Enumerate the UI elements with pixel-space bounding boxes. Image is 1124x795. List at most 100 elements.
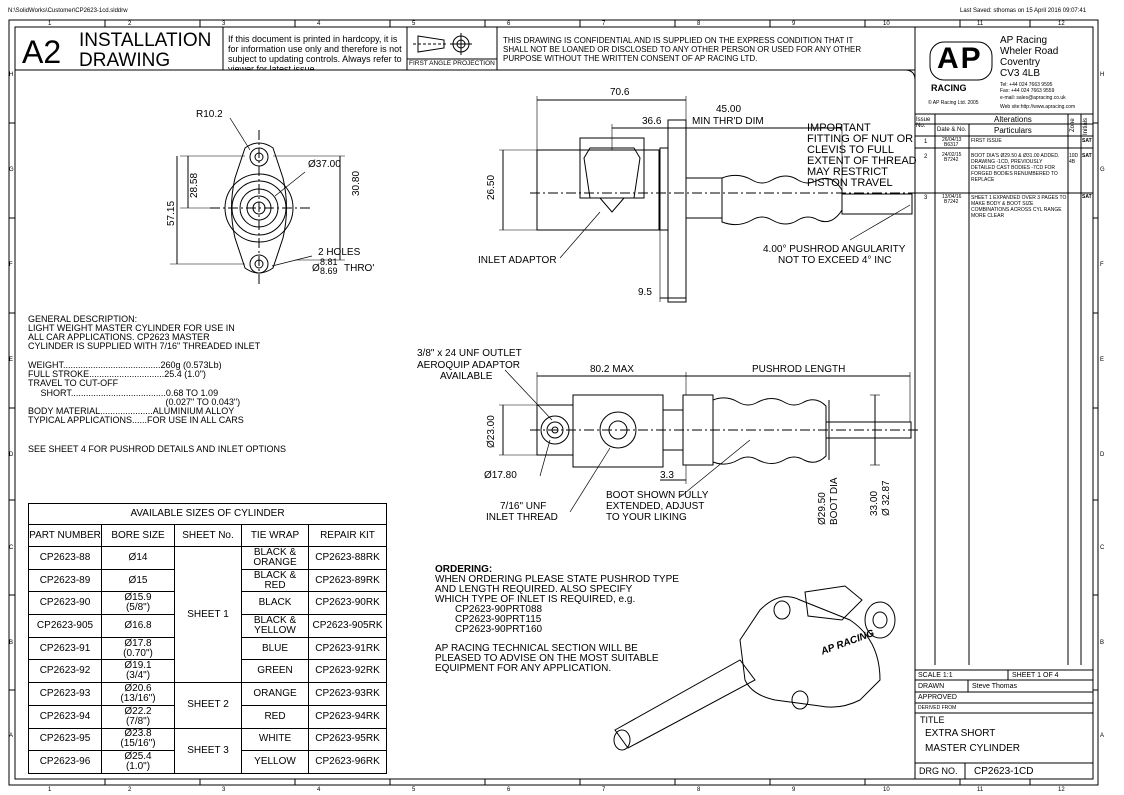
dim-95: 9.5 <box>638 287 652 298</box>
grid-col-5-bottom: 5 <box>412 787 416 793</box>
alt-col-issue: Issue No. <box>916 117 931 129</box>
alt-col-initials: Initials <box>1083 117 1089 135</box>
table-row: CP2623-905 Ø16.8 BLACK &YELLOW CP2623-90… <box>28 614 387 638</box>
bore-94: Ø22.2 <box>124 705 152 717</box>
alt-row-2-date: 24/02/15 <box>942 152 962 158</box>
alt-row-2-text: BOOT DIA'S Ø29.50 & Ø31.00 ADDED. DRAWIN… <box>971 153 1060 183</box>
inlet-adaptor-label: INLET ADAPTOR <box>478 255 557 266</box>
kit-91: CP2623-91RK <box>308 636 387 661</box>
dim-3287: Ø 32.87 <box>881 480 892 516</box>
address-2: Wheler Road <box>1000 46 1059 57</box>
tie-89-b: RED <box>264 579 286 591</box>
bore-905: Ø16.8 <box>124 619 152 631</box>
bore-95: Ø23.8 <box>124 728 152 740</box>
kit-93: CP2623-93RK <box>308 682 387 706</box>
sizes-table: AVAILABLE SIZES OF CYLINDER PART NUMBER … <box>28 503 387 774</box>
iso-view <box>613 585 896 751</box>
alt-row-3-initials: SAT <box>1082 194 1092 200</box>
kit-95: CP2623-95RK <box>308 727 387 752</box>
angularity-2: NOT TO EXCEED 4° INC <box>778 255 892 266</box>
part-93: CP2623-93 <box>28 682 102 706</box>
sheet-1-cell: SHEET 1 <box>174 545 242 684</box>
tie-90: BLACK <box>241 591 309 616</box>
dim-3080: 30.80 <box>351 170 362 196</box>
unf-1: 7/16" UNF <box>500 501 547 512</box>
projection-symbol <box>413 33 472 55</box>
grid-row-h-right: H <box>1100 72 1105 78</box>
boot-2: EXTENDED, ADJUST <box>606 501 705 512</box>
tie-92: GREEN <box>241 659 309 684</box>
kit-905: CP2623-905RK <box>308 614 387 638</box>
alterations-title: Alterations <box>994 115 1032 124</box>
spec-stroke: FULL STROKE.............................… <box>28 369 206 379</box>
grid-col-12-bottom: 12 <box>1058 787 1065 793</box>
part-92: CP2623-92 <box>28 659 102 684</box>
grid-row-c-right: C <box>1100 545 1105 551</box>
bore-88: Ø14 <box>128 551 148 563</box>
approved-label: APPROVED <box>918 694 957 701</box>
spec-short: SHORT...................................… <box>28 388 219 398</box>
address-4: CV3 4LB <box>1000 68 1041 79</box>
grid-row-b-right: B <box>1100 640 1105 646</box>
grid-row-e: E <box>9 357 14 363</box>
hardcopy-note: If this document is printed in hardcopy,… <box>228 34 402 70</box>
spec-applications: TYPICAL APPLICATIONS......FOR USE IN ALL… <box>28 415 244 425</box>
holes-label: 2 HOLES <box>318 247 361 258</box>
important-3: CLEVIS TO FULL <box>807 144 895 156</box>
header-part: PART NUMBER <box>28 524 102 547</box>
scale: SCALE 1:1 <box>918 672 953 679</box>
desc-line-1: GENERAL DESCRIPTION: <box>28 314 138 324</box>
important-2: FITTING OF NUT OR <box>807 133 914 145</box>
bore-91-b: (0.70") <box>123 647 153 659</box>
grid-col-7: 7 <box>602 21 606 27</box>
part-94: CP2623-94 <box>28 704 102 729</box>
drg-label: DRG NO. <box>919 766 958 776</box>
dim-33: 3.3 <box>660 470 674 481</box>
alt-col-particulars: Particulars <box>994 126 1032 135</box>
grid-col-9-bottom: 9 <box>792 787 796 793</box>
table-row: CP2623-92 Ø19.1(3/4") GREEN CP2623-92RK <box>28 659 387 684</box>
fax: Fax: +44 024 7663 9559 <box>1000 88 1055 94</box>
grid-col-5: 5 <box>412 21 416 27</box>
projection-label: FIRST ANGLE PROJECTION <box>409 60 495 67</box>
alt-row-3-no: B7242 <box>944 199 959 205</box>
grid-col-12: 12 <box>1058 21 1065 27</box>
advise-2: PLEASED TO ADVISE ON THE MOST SUITABLE <box>435 653 659 664</box>
ordering-ex-1: CP2623-90PRT088 <box>455 604 543 615</box>
tel: Tel: +44 024 7663 9595 <box>1000 82 1053 88</box>
dim-d37: Ø37.00 <box>308 159 341 170</box>
bore-92-b: (3/4") <box>125 670 151 682</box>
grid-row-c: C <box>9 545 14 551</box>
title-line-2: MASTER CYLINDER <box>925 743 1021 754</box>
desc-line-4: CYLINDER IS SUPPLIED WITH 7/16" THREADED… <box>28 341 261 351</box>
grid-row-g-right: G <box>1100 167 1105 173</box>
sizes-title: AVAILABLE SIZES OF CYLINDER <box>28 503 387 525</box>
last-saved: Last Saved: sthomas on 15 April 2016 09:… <box>960 8 1087 14</box>
row-ticks <box>9 122 1098 691</box>
spec-weight: WEIGHT..................................… <box>28 360 222 370</box>
sheet-number: SHEET 1 OF 4 <box>1012 672 1059 679</box>
dim-2950: Ø29.50 <box>817 492 828 525</box>
table-row: CP2623-93 Ø20.6(13/16") SHEET 2 ORANGE C… <box>28 682 387 729</box>
outlet-2: AEROQUIP ADAPTOR <box>417 360 520 371</box>
grid-row-f: F <box>9 262 13 268</box>
table-row: CP2623-94 Ø22.2(7/8") RED CP2623-94RK <box>28 704 387 729</box>
grid-row-g: G <box>9 167 14 173</box>
address-3: Coventry <box>1000 57 1041 68</box>
grid-row-a: A <box>9 733 14 739</box>
kit-92: CP2623-92RK <box>308 659 387 684</box>
column-ticks <box>104 20 1031 785</box>
alt-row-1-date: 26/04/13 <box>942 137 962 143</box>
grid-col-1-bottom: 1 <box>48 787 52 793</box>
tie-91: BLUE <box>241 636 309 661</box>
ordering-line-2: AND LENGTH REQUIRED. ALSO SPECIFY <box>435 584 633 595</box>
grid-row-e-right: E <box>1100 357 1105 363</box>
outlet-3: AVAILABLE <box>440 371 493 382</box>
ordering-ex-3: CP2623-90PRT160 <box>455 624 543 635</box>
dim-min-thrd: MIN THR'D DIM <box>692 116 764 127</box>
tie-88: BLACK & <box>253 546 297 558</box>
ap-logo-lines <box>929 41 993 81</box>
tie-96: YELLOW <box>241 750 309 774</box>
title-label: TITLE <box>920 715 945 725</box>
dim-5715: 57.15 <box>166 200 177 226</box>
